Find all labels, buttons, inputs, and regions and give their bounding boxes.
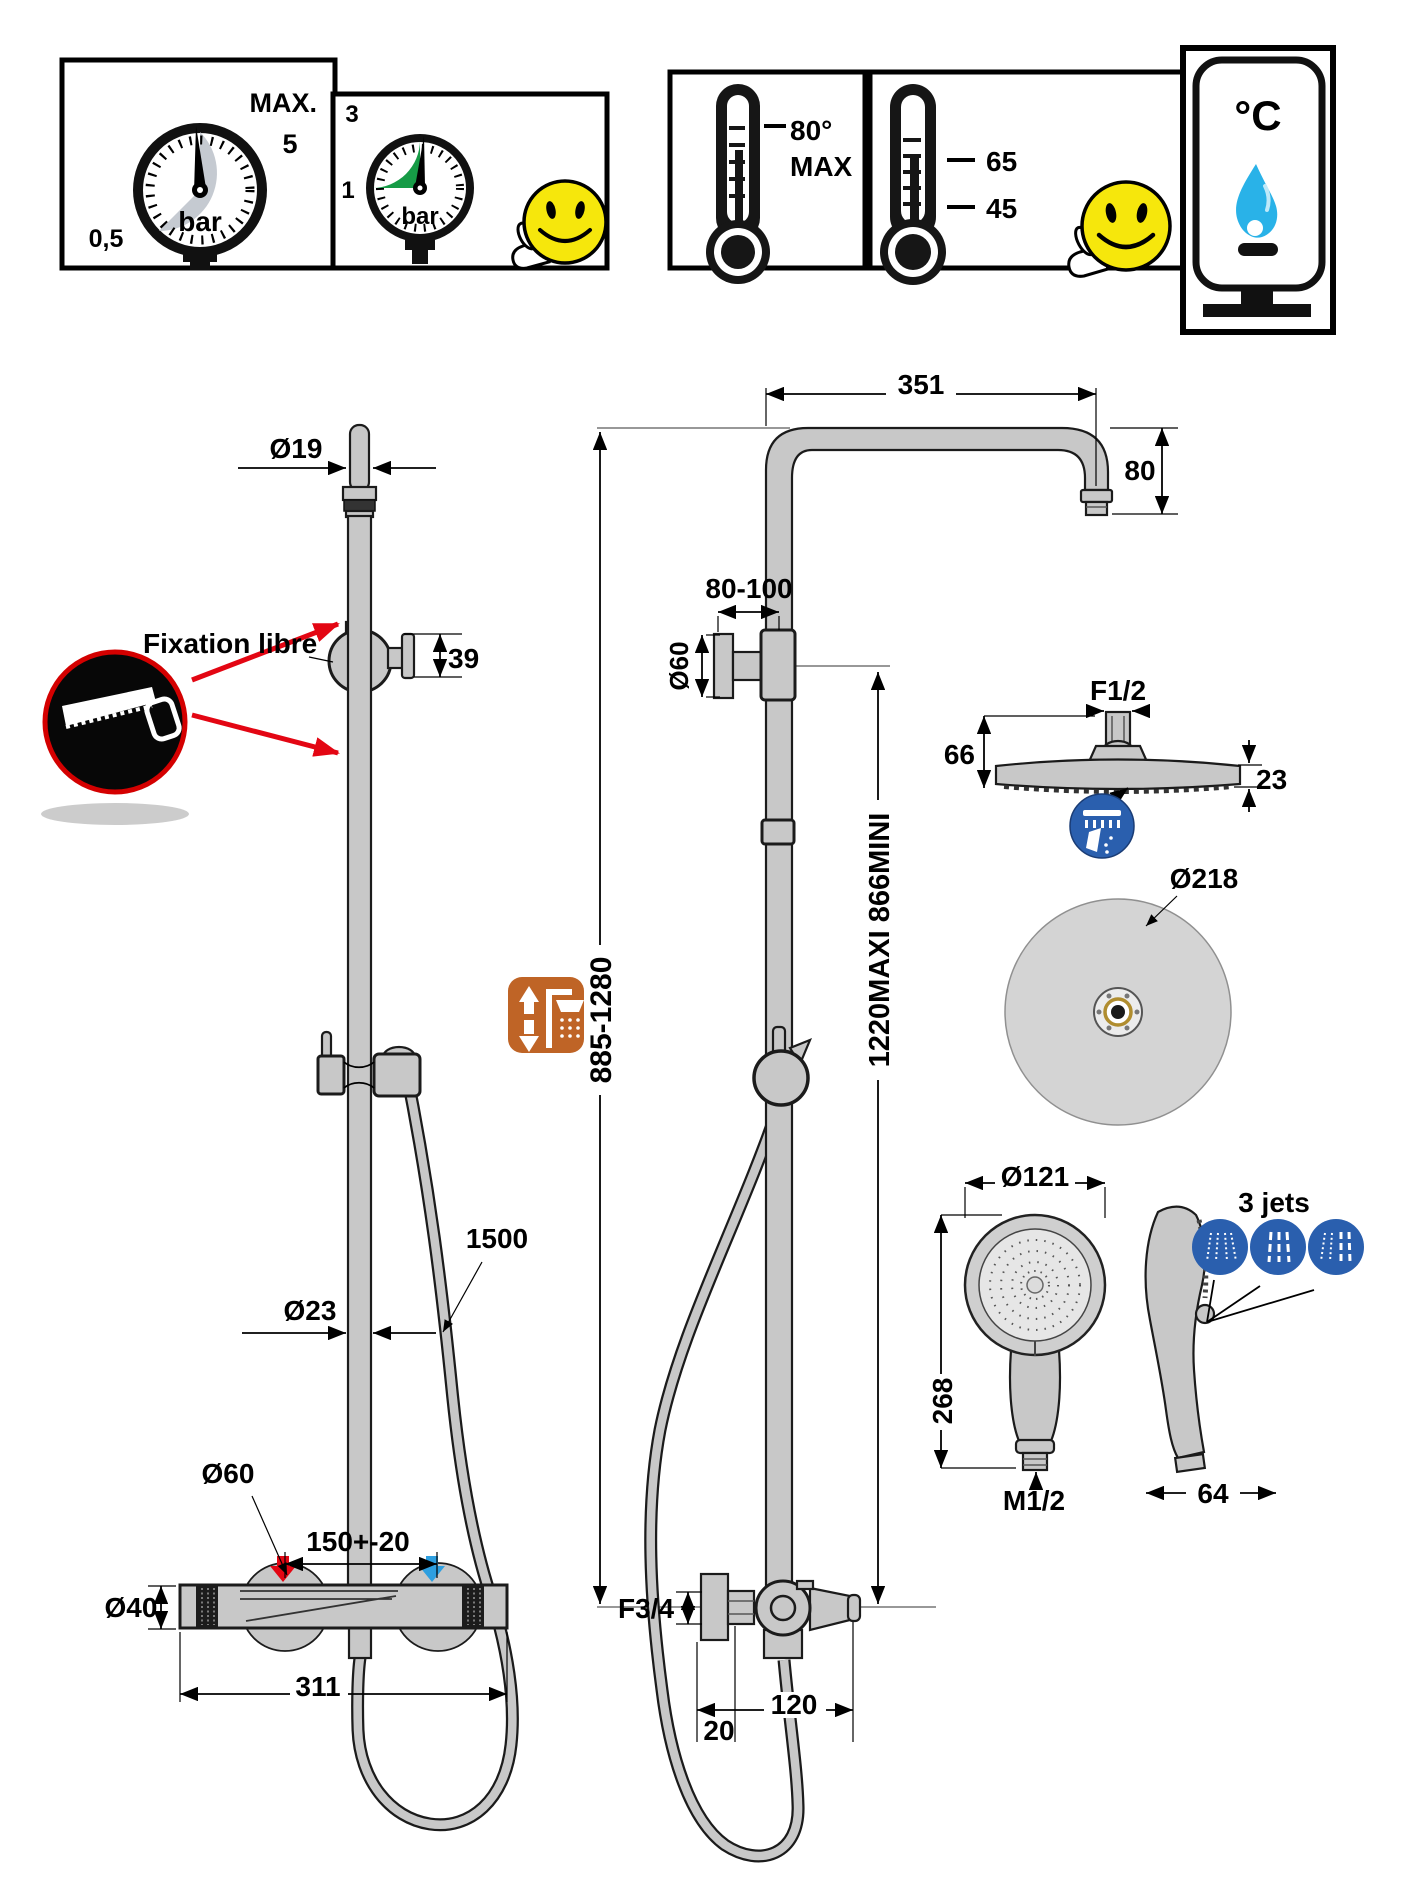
dim-hand-shower-length: 268 bbox=[927, 1378, 958, 1425]
hand-shower-thread bbox=[1021, 1451, 1049, 1472]
arm-outlet-thread bbox=[1084, 500, 1109, 517]
dim-column-travel: 1220MAXI 866MINI bbox=[864, 813, 896, 1068]
rain-head-disc-side bbox=[994, 758, 1242, 791]
gauge-max-value: 5 bbox=[282, 129, 297, 159]
side-view bbox=[597, 426, 1114, 1863]
no-cut-arrow-upper bbox=[191, 621, 340, 683]
fixation-libre-label: Fixation libre bbox=[143, 628, 317, 659]
smiley-thumbs-up-icon-1 bbox=[511, 179, 608, 270]
hand-shower-thread-side bbox=[1173, 1452, 1207, 1474]
pressure-gauge-ok-icon bbox=[366, 134, 474, 264]
column-and-arm-side bbox=[764, 426, 1110, 1589]
thermo-max-box bbox=[667, 69, 868, 271]
thermo-badge-ok: 65 45 bbox=[867, 69, 1188, 285]
dim-arm-drop: 80 bbox=[1124, 455, 1155, 486]
heater-badge: °C bbox=[1180, 45, 1336, 335]
height-adjust-icon bbox=[508, 977, 584, 1053]
pressure-badge-ok: 3 1 bar bbox=[330, 91, 610, 271]
dim-bracket-depth: 39 bbox=[448, 643, 479, 674]
jet-icon-rain bbox=[1192, 1219, 1248, 1275]
temperature-knob-front bbox=[196, 1585, 218, 1628]
bracket-collar-side bbox=[759, 628, 797, 702]
no-cut-arrow-lower bbox=[191, 712, 340, 757]
bracket-stem-side bbox=[731, 650, 765, 682]
pressure-badge-max: MAX. 5 0,5 bar bbox=[59, 57, 338, 271]
dim-inlet-spacing: 150+-20 bbox=[306, 1526, 410, 1557]
gauge-ok-unit: bar bbox=[401, 203, 438, 230]
dim-height-range: 885-1280 bbox=[585, 957, 618, 1084]
gauge-ok-low: 1 bbox=[341, 177, 354, 204]
thermo-ok-low: 45 bbox=[986, 193, 1017, 224]
dim-arm-reach: 351 bbox=[898, 369, 945, 400]
flow-knob-front bbox=[462, 1585, 484, 1628]
wall-escutcheon-side bbox=[699, 1572, 730, 1642]
dim-hand-shower-depth: 64 bbox=[1197, 1478, 1229, 1509]
gas-flame-icon bbox=[1236, 164, 1278, 238]
slider-knob-side bbox=[752, 1049, 810, 1107]
heater-label: °C bbox=[1234, 92, 1281, 139]
dim-wall-offset: 20 bbox=[703, 1715, 734, 1746]
pressure-gauge-max-icon bbox=[133, 123, 267, 270]
jet-icon-mixed bbox=[1308, 1219, 1364, 1275]
thermo-max-label: MAX bbox=[790, 151, 853, 182]
gauge-ok-high: 3 bbox=[345, 101, 358, 128]
thermo-max-value: 80° bbox=[790, 115, 832, 146]
gauge-max-label: MAX. bbox=[250, 88, 318, 118]
gauge-min-value: 0,5 bbox=[89, 225, 124, 253]
hand-shower-dimensions: Ø121 268 M1/2 64 3 jets bbox=[927, 1161, 1310, 1516]
dim-hand-shower-thread: M1/2 bbox=[1003, 1485, 1065, 1516]
side-dimensions: 351 80 80-100 Ø60 885-1280 1220MAXI 866M… bbox=[585, 369, 1178, 1746]
thermometer-ok-icon bbox=[880, 84, 975, 285]
dim-head-thickness: 23 bbox=[1256, 764, 1287, 795]
dim-body-width: 311 bbox=[295, 1671, 340, 1702]
dim-body-diameter: Ø40 bbox=[105, 1592, 158, 1623]
inlet-nut-side bbox=[726, 1589, 756, 1626]
thermo-ok-high: 65 bbox=[986, 146, 1017, 177]
smiley-thumbs-up-icon-2 bbox=[1067, 180, 1172, 278]
no-cutting-icon bbox=[41, 649, 189, 825]
hose-outlet-front bbox=[347, 1626, 373, 1660]
dim-top-pipe-diameter: Ø19 bbox=[270, 433, 323, 464]
dim-column-diameter: Ø23 bbox=[284, 1295, 337, 1326]
spout-side bbox=[808, 1586, 852, 1632]
slider-holder-front bbox=[372, 1052, 422, 1098]
thermostatic-body-front bbox=[178, 1583, 509, 1630]
front-dimensions: Ø19 Fixation libre 39 1500 Ø23 Ø60 150+-… bbox=[105, 433, 528, 1702]
dim-head-diameter: Ø218 bbox=[1170, 863, 1239, 894]
dim-valve-depth: 120 bbox=[771, 1689, 818, 1720]
jets-label: 3 jets bbox=[1238, 1187, 1310, 1218]
rain-head-dimensions: F1/2 66 23 Ø218 bbox=[944, 675, 1287, 927]
dim-wall-clearance: 80-100 bbox=[705, 573, 792, 604]
hand-shower-handle bbox=[1008, 1348, 1062, 1443]
water-heater-icon bbox=[1192, 56, 1326, 317]
easy-clean-icon bbox=[1069, 787, 1135, 859]
dim-head-thread: F1/2 bbox=[1090, 675, 1146, 706]
dim-escutcheon-diameter: Ø60 bbox=[202, 1458, 255, 1489]
pipe-collar-front bbox=[341, 485, 378, 502]
rain-head-side bbox=[994, 710, 1242, 794]
slider-left-block bbox=[316, 1054, 346, 1096]
rain-head-top bbox=[1004, 898, 1232, 1126]
saw-icon bbox=[62, 687, 156, 726]
spout-detail bbox=[240, 1590, 398, 1622]
thermometer-max-icon bbox=[706, 84, 786, 284]
dim-hose-length: 1500 bbox=[466, 1223, 528, 1254]
shower-hose-front bbox=[351, 1068, 519, 1832]
dim-hand-shower-diameter: Ø121 bbox=[1001, 1161, 1070, 1192]
wall-plate-side bbox=[712, 632, 735, 700]
top-pipe-front bbox=[348, 423, 371, 493]
gauge-unit: bar bbox=[178, 206, 222, 237]
arm-outlet-collar bbox=[1079, 488, 1114, 504]
dim-head-height: 66 bbox=[944, 739, 975, 770]
shower-column-front bbox=[346, 514, 373, 1588]
telescopic-collar-side bbox=[760, 818, 796, 846]
hand-shower-front bbox=[963, 1213, 1107, 1472]
jet-icons bbox=[1192, 1219, 1364, 1323]
dim-inlet-thread: F3/4 bbox=[618, 1593, 674, 1624]
thermo-badge-max: 80° MAX bbox=[667, 69, 868, 284]
bracket-arm-cap bbox=[400, 632, 416, 680]
dim-bracket-diameter-side: Ø60 bbox=[664, 641, 694, 690]
